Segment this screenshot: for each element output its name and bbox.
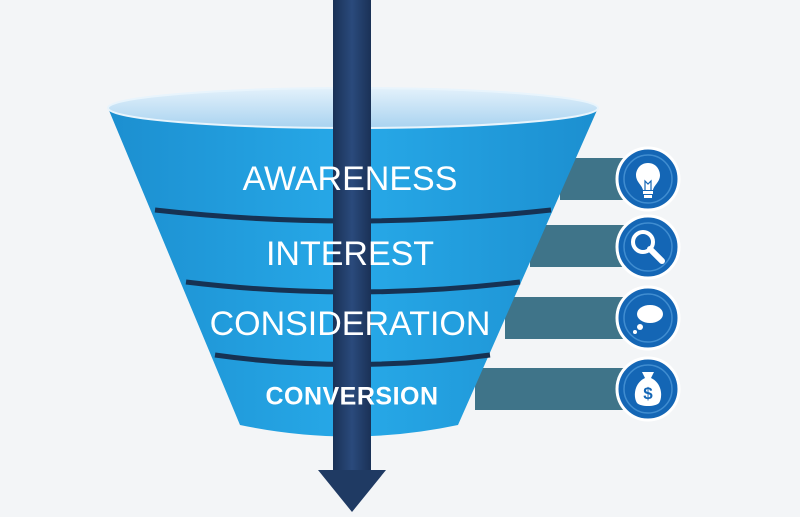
connector-bar-conversion <box>475 368 652 410</box>
arrow-shaft <box>333 0 371 472</box>
stage-labels: AWARENESS INTEREST CONSIDERATION CONVERS… <box>210 160 491 411</box>
flow-arrow <box>318 0 386 512</box>
stage-label-conversion: CONVERSION <box>265 383 438 411</box>
stage-label-awareness: AWARENESS <box>243 160 458 198</box>
speech-bubble-icon <box>615 285 681 351</box>
money-bag-icon: $ <box>615 356 681 422</box>
magnifying-glass-icon <box>615 214 681 280</box>
stage-icons: $ <box>615 146 681 422</box>
stage-label-consideration: CONSIDERATION <box>210 305 491 343</box>
lightbulb-icon <box>615 146 681 212</box>
arrow-head <box>318 470 386 512</box>
stage-label-interest: INTEREST <box>266 235 434 273</box>
svg-text:$: $ <box>643 384 653 403</box>
connector-bar-consideration <box>505 297 652 339</box>
